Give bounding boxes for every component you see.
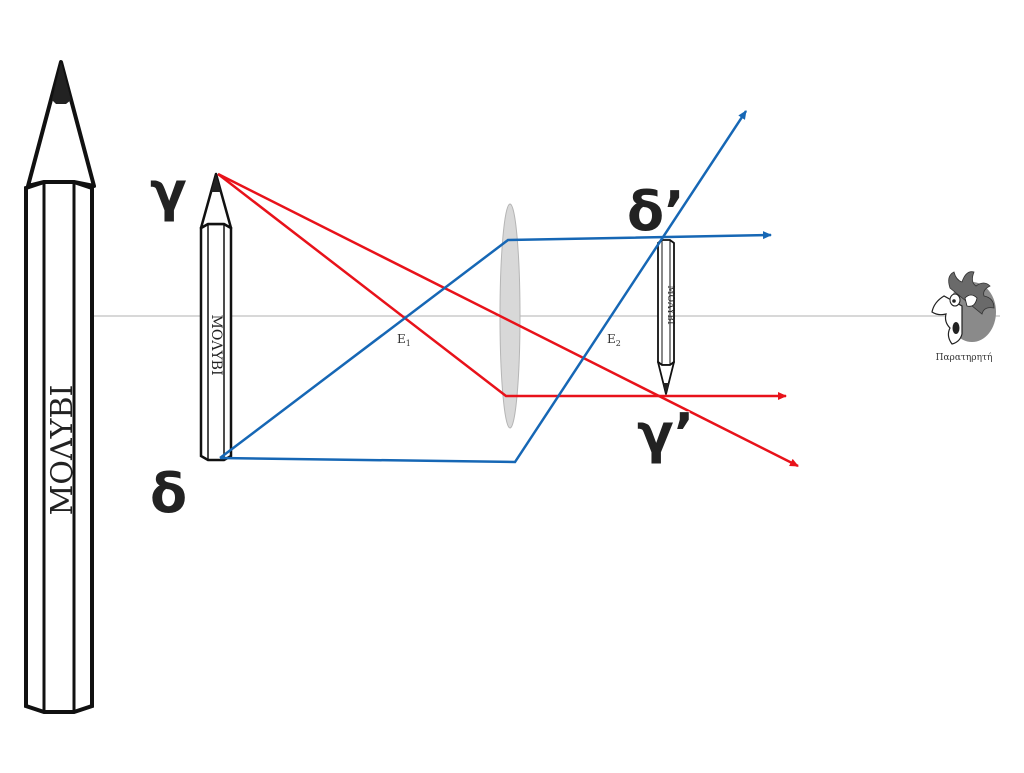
object-bottom-label: δ: [150, 462, 187, 525]
object-top-label: γ: [150, 160, 187, 223]
large-pencil-label: ΜΟΛΥΒΙ: [45, 385, 80, 516]
focal-point-1-label: E1: [397, 332, 411, 348]
observer-label: Παρατηρητή: [936, 352, 993, 363]
blue-ray-parallel: [219, 110, 748, 464]
image-pencil-label: ΜΟΛΥΒΙ: [665, 285, 675, 325]
object-pencil-label: ΜΟΛΥΒΙ: [208, 315, 224, 376]
focal-point-2-label: E2: [607, 332, 621, 348]
image-top-label: δ’: [627, 180, 685, 243]
observer-face-icon: [931, 271, 996, 345]
image-bottom-label: γ’: [637, 402, 694, 465]
image-pencil-icon: ΜΟΛΥΒΙ: [657, 239, 675, 395]
red-ray-center: [217, 172, 799, 468]
blue-ray-focal: [219, 231, 772, 459]
large-pencil-icon: ΜΟΛΥΒΙ: [24, 60, 96, 714]
red-ray-focal: [217, 173, 787, 400]
object-pencil-icon: ΜΟΛΥΒΙ: [199, 172, 233, 462]
red-rays: [217, 172, 799, 468]
blue-rays: [219, 110, 772, 464]
